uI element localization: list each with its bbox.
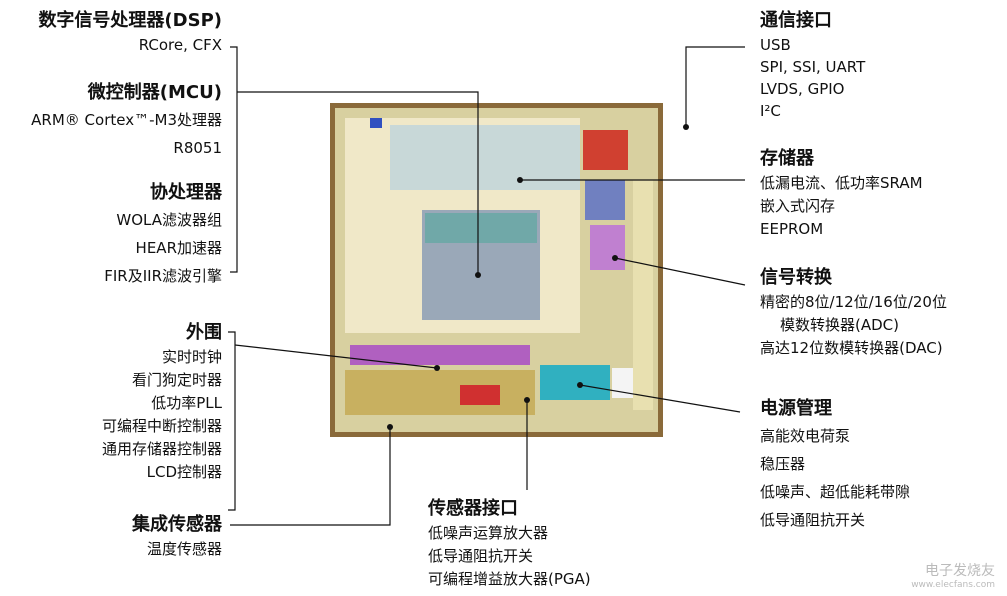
group-item: 低功率PLL xyxy=(151,394,222,412)
group-item: 高达12位数模转换器(DAC) xyxy=(760,339,943,357)
group-item: 低导通阻抗开关 xyxy=(428,547,534,565)
coprocessor-group: 协处理器 WOLA滤波器组 HEAR加速器 FIR及IIR滤波引擎 xyxy=(104,180,222,290)
group-item: 精密的8位/12位/16位/20位 xyxy=(760,293,947,311)
signal-conversion-group: 信号转换 精密的8位/12位/16位/20位 模数转换器(ADC) 高达12位数… xyxy=(760,265,947,360)
group-item: 可编程增益放大器(PGA) xyxy=(428,570,591,588)
group-item: 实时时钟 xyxy=(161,348,222,366)
power-group: 电源管理 高能效电荷泵 稳压器 低噪声、超低能耗带隙 低导通阻抗开关 xyxy=(760,396,910,534)
peripheral-group: 外围 实时时钟 看门狗定时器 低功率PLL 可编程中断控制器 通用存储器控制器 … xyxy=(102,320,222,484)
group-item: 通用存储器控制器 xyxy=(101,440,222,458)
group-item: HEAR加速器 xyxy=(135,239,222,257)
group-item: I²C xyxy=(760,102,781,120)
group-item: RCore, CFX xyxy=(138,36,222,54)
sensor-interface-group: 传感器接口 低噪声运算放大器 低导通阻抗开关 可编程增益放大器(PGA) xyxy=(428,496,591,591)
group-title: 存储器 xyxy=(760,148,814,169)
watermark-name: 电子发烧友 xyxy=(925,563,995,579)
memory-group: 存储器 低漏电流、低功率SRAM 嵌入式闪存 EEPROM xyxy=(760,146,923,241)
group-item: 低噪声运算放大器 xyxy=(428,524,549,542)
group-item: 高能效电荷泵 xyxy=(760,427,851,445)
group-item: 看门狗定时器 xyxy=(131,371,222,389)
watermark: 电子发烧友 www.elecfans.com xyxy=(911,560,995,590)
group-item: 低噪声、超低能耗带隙 xyxy=(760,483,911,501)
group-title: 数字信号处理器(DSP) xyxy=(38,10,222,31)
group-item: 低导通阻抗开关 xyxy=(760,511,866,529)
group-item: R8051 xyxy=(173,139,222,157)
group-item: WOLA滤波器组 xyxy=(116,211,222,229)
chip-die xyxy=(330,103,663,437)
dsp-group: 数字信号处理器(DSP) RCore, CFX xyxy=(38,8,222,57)
group-title: 电源管理 xyxy=(760,398,832,419)
group-title: 通信接口 xyxy=(760,10,832,31)
group-title: 外围 xyxy=(186,322,222,343)
group-item: FIR及IIR滤波引擎 xyxy=(104,267,222,285)
group-item: 模数转换器(ADC) xyxy=(780,316,899,334)
group-item: 嵌入式闪存 xyxy=(760,197,836,215)
leader-lines xyxy=(228,46,746,526)
mcu-group: 微控制器(MCU) ARM® Cortex™-M3处理器 R8051 xyxy=(31,80,222,162)
group-item: ARM® Cortex™-M3处理器 xyxy=(31,111,222,129)
group-item: 温度传感器 xyxy=(146,540,222,558)
group-title: 信号转换 xyxy=(760,267,832,288)
watermark-url: www.elecfans.com xyxy=(911,580,995,590)
group-item: LVDS, GPIO xyxy=(760,80,845,98)
group-item: 可编程中断控制器 xyxy=(101,417,222,435)
group-title: 微控制器(MCU) xyxy=(87,82,222,103)
group-title: 协处理器 xyxy=(150,182,222,203)
group-title: 集成传感器 xyxy=(132,514,222,535)
group-title: 传感器接口 xyxy=(428,498,518,519)
group-item: SPI, SSI, UART xyxy=(760,58,866,76)
group-item: USB xyxy=(760,36,791,54)
sensor-group: 集成传感器 温度传感器 xyxy=(132,512,222,561)
group-item: 低漏电流、低功率SRAM xyxy=(760,174,923,192)
group-item: 稳压器 xyxy=(760,455,806,473)
leader-dots xyxy=(387,124,689,430)
group-item: LCD控制器 xyxy=(146,463,222,481)
group-item: EEPROM xyxy=(760,220,824,238)
comm-group: 通信接口 USB SPI, SSI, UART LVDS, GPIO I²C xyxy=(760,8,865,122)
